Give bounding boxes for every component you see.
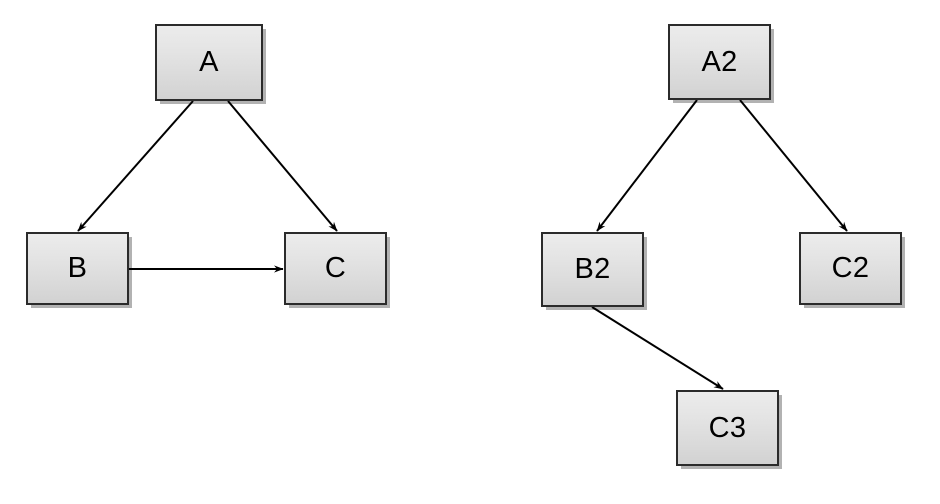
node-a[interactable]: A — [155, 24, 263, 101]
edge-b2-c3 — [591, 306, 724, 390]
edge-a-c — [227, 100, 338, 232]
edge-a2-b2 — [596, 99, 698, 232]
edge-a2-c2 — [739, 99, 848, 232]
node-c2[interactable]: C2 — [799, 232, 902, 305]
edge-a-b — [77, 100, 194, 232]
node-a2[interactable]: A2 — [668, 24, 771, 100]
node-b2[interactable]: B2 — [541, 232, 644, 307]
node-a-label: A — [199, 46, 219, 78]
node-c2-label: C2 — [831, 252, 870, 284]
node-c3-label: C3 — [708, 411, 747, 444]
node-b[interactable]: B — [26, 232, 129, 305]
node-c-label: C — [324, 252, 347, 284]
edges-group — [77, 99, 848, 390]
node-c[interactable]: C — [284, 232, 387, 305]
node-b2-label: B2 — [574, 253, 611, 285]
node-b-label: B — [67, 252, 88, 284]
node-c3[interactable]: C3 — [676, 390, 779, 466]
node-a2-label: A2 — [701, 45, 738, 78]
